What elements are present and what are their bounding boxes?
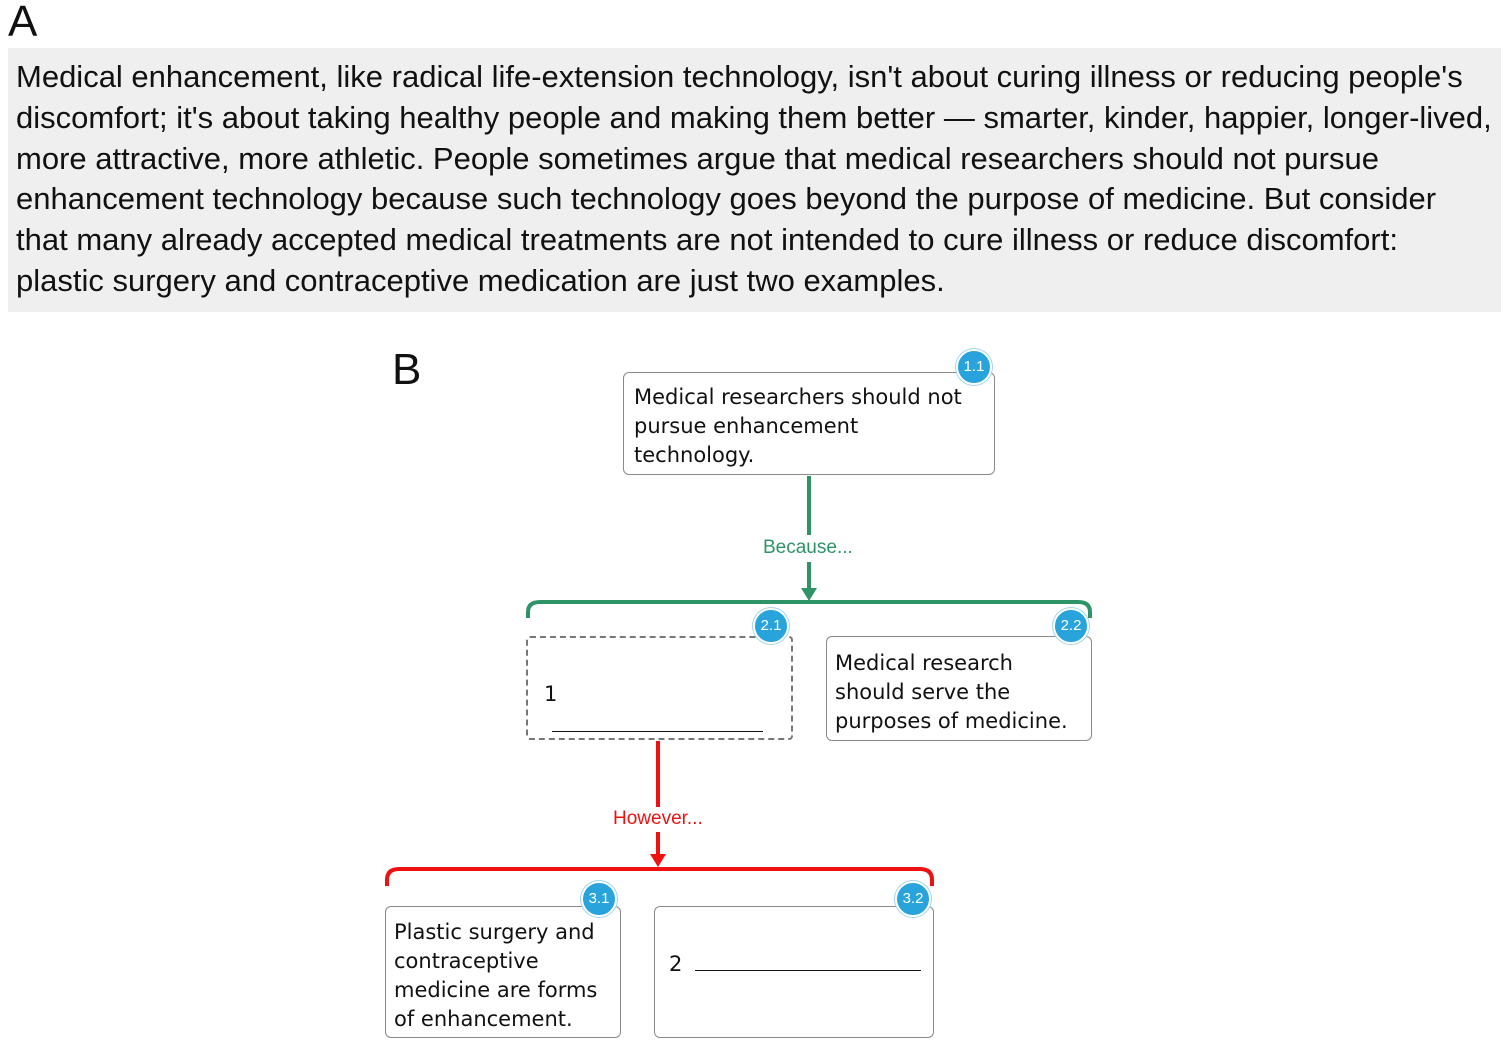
because-bracket	[526, 600, 1092, 618]
claim-node-3-1-text: Plastic surgery and contraceptive medici…	[394, 920, 598, 1031]
node-badge-1-1: 1.1	[956, 349, 992, 385]
node-badge-3-2: 3.2	[895, 881, 931, 917]
claim-node-2-2-text: Medical research should serve the purpos…	[835, 651, 1068, 733]
however-bracket	[385, 867, 934, 886]
blank-number-1: 1	[544, 682, 558, 706]
node-badge-3-1: 3.1	[581, 881, 617, 917]
because-label: Because...	[761, 536, 855, 560]
however-arrowhead	[650, 854, 666, 867]
node-badge-2-2: 2.2	[1053, 608, 1089, 644]
claim-node-2-2[interactable]: Medical research should serve the purpos…	[826, 636, 1092, 741]
because-arrowhead	[801, 588, 817, 601]
passage-box: Medical enhancement, like radical life-e…	[8, 48, 1501, 312]
blank-node-2-1[interactable]: 1	[526, 636, 793, 740]
blank-answer-line-1[interactable]	[552, 709, 763, 732]
blank-answer-line-2[interactable]	[695, 948, 922, 971]
claim-node-1-1[interactable]: Medical researchers should not pursue en…	[623, 372, 995, 475]
panel-label-a: A	[8, 0, 38, 46]
claim-node-1-1-text: Medical researchers should not pursue en…	[634, 385, 962, 467]
blank-node-3-2[interactable]: 2	[654, 906, 934, 1038]
blank-number-2: 2	[669, 952, 683, 976]
node-badge-2-1: 2.1	[753, 608, 789, 644]
panel-label-b: B	[392, 345, 422, 394]
passage-text: Medical enhancement, like radical life-e…	[16, 59, 1492, 298]
however-label: However...	[611, 807, 705, 831]
claim-node-3-1[interactable]: Plastic surgery and contraceptive medici…	[385, 906, 621, 1038]
